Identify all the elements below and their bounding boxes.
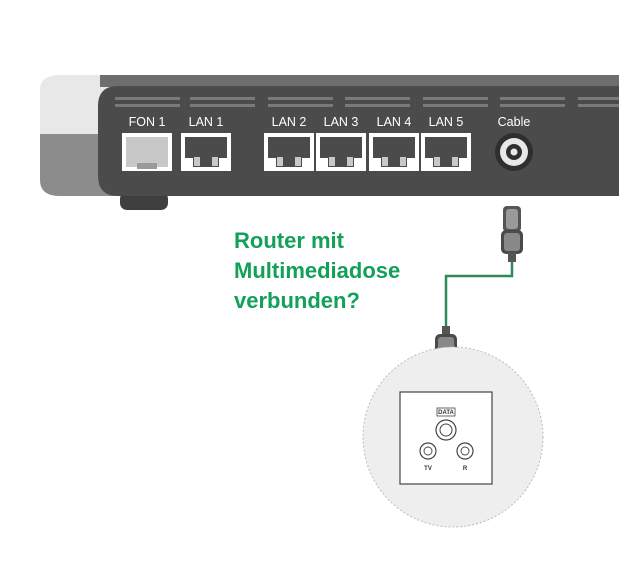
question-line-1: Router mit [234,228,344,253]
vent-slot [190,97,255,100]
cable-plug-router [501,206,523,262]
port-label: LAN 1 [189,115,224,129]
port-label: LAN 2 [272,115,307,129]
router-port-lan-5[interactable]: LAN 5 [421,115,471,171]
socket-radio-label: R [463,466,468,472]
router-port-fon-1[interactable]: FON 1 [122,115,172,171]
router-ports: FON 1 LAN 1 LAN 2 LAN 3 LAN 4 LAN 5 Cable [122,115,533,171]
vent-slot [578,97,619,100]
cable-line [444,262,514,328]
vent-slot [578,104,619,107]
connection-question: Router mit Multimediadose verbunden? [234,226,494,316]
router-port-lan-2[interactable]: LAN 2 [264,115,314,171]
router-foot [120,192,168,210]
multimedia-wall-socket: DATA TV R [362,346,544,528]
vent-slot [345,97,410,100]
vent-slot [423,97,488,100]
question-line-2: Multimediadose [234,258,401,283]
phone-jack-icon [126,137,168,167]
vent-slot [500,104,565,107]
router-port-lan-4[interactable]: LAN 4 [369,115,419,171]
socket-tv-label: TV [424,466,432,472]
port-label: LAN 3 [324,115,359,129]
vent-slot [268,97,333,100]
question-line-3: verbunden? [234,288,360,313]
socket-data-label: DATA [438,410,454,416]
router-port-cable[interactable]: Cable [495,115,533,171]
router-top [100,75,619,87]
vent-slot [115,97,180,100]
vent-slot [268,104,333,107]
port-label: LAN 4 [377,115,412,129]
vent-slot [423,104,488,107]
vent-slot [190,104,255,107]
port-label: FON 1 [129,115,166,129]
router-port-lan-3[interactable]: LAN 3 [316,115,366,171]
vent-slot [115,104,180,107]
router-vents [115,97,619,107]
port-label: Cable [498,115,531,129]
vent-slot [500,97,565,100]
vent-slot [345,104,410,107]
router-port-lan-1[interactable]: LAN 1 [181,115,231,171]
port-label: LAN 5 [429,115,464,129]
router: FON 1 LAN 1 LAN 2 LAN 3 LAN 4 LAN 5 Cable [40,75,619,210]
